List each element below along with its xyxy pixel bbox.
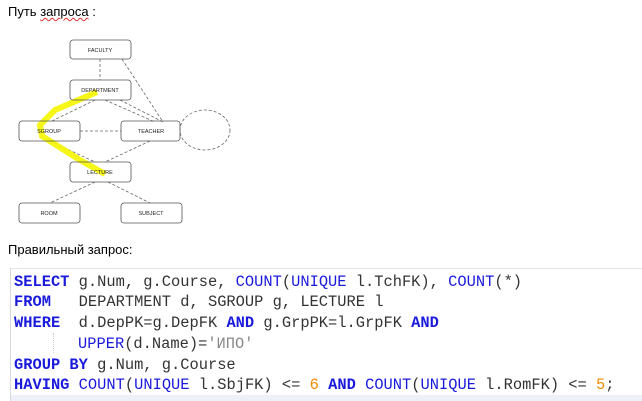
- code-line-6: HAVING COUNT(UNIQUE l.SbjFK) <= 6 AND CO…: [14, 376, 615, 394]
- entity-room: ROOM: [40, 211, 58, 217]
- current-line-highlight: [11, 395, 642, 401]
- code-line-3: WHERE d.DepPK=g.DepFK AND g.GrpPK=l.GrpF…: [14, 314, 439, 332]
- heading-query: Правильный запрос:: [8, 242, 133, 257]
- indent-guide: [53, 333, 54, 353]
- er-diagram: FACULTY DEPARTMENT SGROUP TEACHER LECTUR…: [18, 39, 231, 224]
- entity-sgroup: SGROUP: [37, 129, 61, 135]
- entity-teacher: TEACHER: [138, 129, 164, 135]
- code-line-5: GROUP BY g.Num, g.Course: [14, 356, 236, 374]
- entity-department: DEPARTMENT: [81, 88, 119, 94]
- heading-path: Путь запроса :: [8, 4, 96, 19]
- sql-code-block: SELECT g.Num, g.Course, COUNT(UNIQUE l.T…: [10, 268, 642, 401]
- code-line-2: FROM DEPARTMENT d, SGROUP g, LECTURE l: [14, 293, 384, 311]
- spellcheck-flagged-word: запроса: [40, 4, 89, 19]
- entity-subject: SUBJECT: [138, 211, 164, 217]
- code-line-1: SELECT g.Num, g.Course, COUNT(UNIQUE l.T…: [14, 273, 523, 291]
- entity-lecture: LECTURE: [87, 170, 113, 176]
- entity-faculty: FACULTY: [88, 48, 113, 54]
- code-line-4: UPPER(d.Name)='ИПО': [78, 335, 254, 353]
